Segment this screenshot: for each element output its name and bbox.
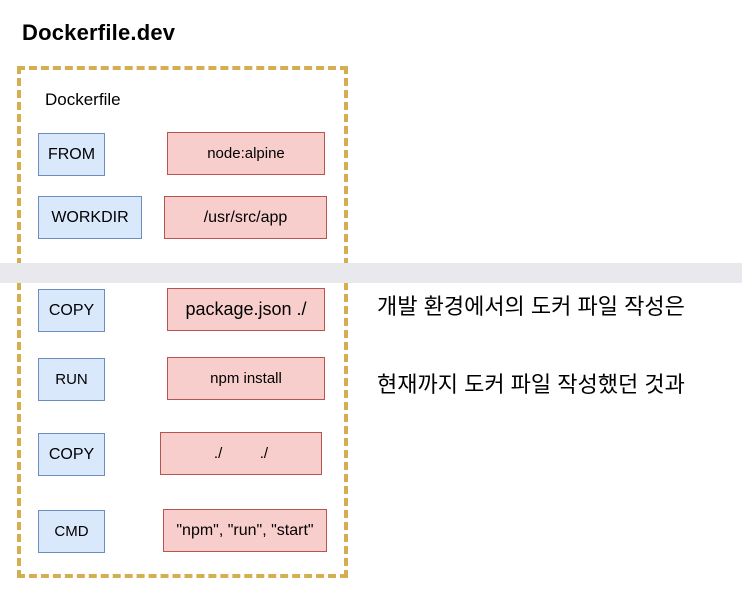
command-box-copy-package: COPY bbox=[38, 289, 105, 332]
dockerfile-frame bbox=[17, 66, 348, 578]
argument-box-npm-run-start: "npm", "run", "start" bbox=[163, 509, 327, 552]
slide-divider-band bbox=[0, 263, 742, 283]
argument-box-usr-src-app: /usr/src/app bbox=[164, 196, 327, 239]
command-box-run: RUN bbox=[38, 358, 105, 401]
dockerfile-frame-label: Dockerfile bbox=[45, 90, 121, 109]
argument-box-npm-install: npm install bbox=[167, 357, 325, 400]
argument-box-dot-slash: ./ ./ bbox=[160, 432, 322, 475]
command-box-from: FROM bbox=[38, 133, 105, 176]
annotation-paragraph-1: 개발 환경에서의 도커 파일 작성은 bbox=[377, 294, 685, 319]
command-box-cmd: CMD bbox=[38, 510, 105, 553]
argument-box-node-alpine: node:alpine bbox=[167, 132, 325, 175]
annotation-paragraph-2: 현재까지 도커 파일 작성했던 것과 bbox=[377, 372, 685, 397]
command-box-copy-all: COPY bbox=[38, 433, 105, 476]
page-title: Dockerfile.dev bbox=[22, 20, 176, 45]
command-box-workdir: WORKDIR bbox=[38, 196, 142, 239]
argument-box-package-json: package.json ./ bbox=[167, 288, 325, 331]
